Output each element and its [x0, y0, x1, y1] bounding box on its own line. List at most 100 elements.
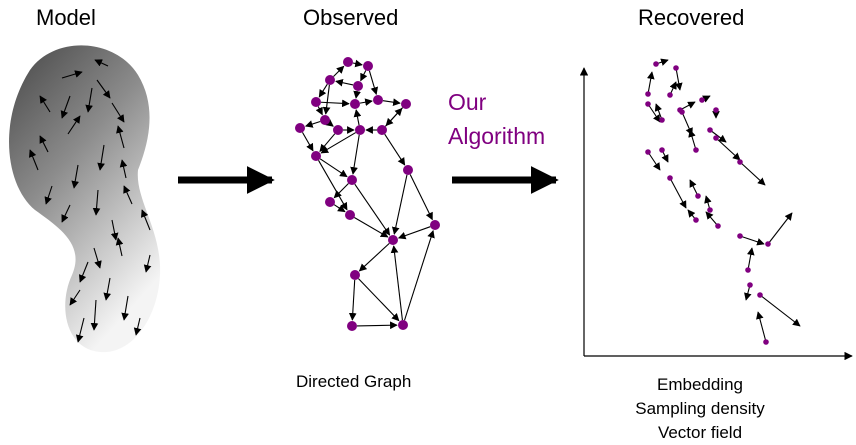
graph-node: [325, 75, 335, 85]
graph-node: [377, 125, 387, 135]
graph-node: [295, 123, 305, 133]
model-field-arrow: [143, 254, 152, 273]
recovered-point: [747, 282, 753, 288]
recovered-arrow: [647, 151, 661, 171]
graph-node: [398, 320, 408, 330]
graph-node: [363, 61, 373, 71]
graph-node: [401, 99, 411, 109]
model-field-arrow: [69, 289, 81, 306]
recovered-arrow: [739, 235, 765, 246]
graph-edge-arrow: [325, 119, 334, 127]
recovered-arrow: [647, 103, 661, 123]
model-field-arrow: [94, 59, 109, 67]
recovered-arrow: [654, 103, 663, 121]
graph-edge-arrow: [391, 174, 408, 235]
graph-edge-arrow: [397, 226, 431, 240]
graph-edge-arrow: [333, 204, 346, 213]
recovered-point: [679, 109, 685, 115]
graph-edge-arrow: [409, 174, 433, 221]
recovered-arrow: [679, 101, 696, 111]
graph-edge-arrow: [304, 120, 321, 128]
recovered-point: [653, 61, 659, 67]
graph-edge-arrow: [354, 217, 389, 238]
graph-node: [311, 97, 321, 107]
graph-node: [355, 125, 365, 135]
graph-edge-arrow: [333, 65, 345, 77]
recovered-point: [737, 159, 743, 165]
graph-edge-arrow: [368, 70, 379, 95]
model-field-arrow: [71, 164, 79, 189]
recovered-point: [659, 147, 665, 153]
graph-edge-arrow: [358, 278, 400, 322]
recovered-point: [645, 101, 651, 107]
model-vector-field: [28, 59, 152, 343]
recovered-arrow: [739, 161, 766, 186]
model-field-arrow: [28, 149, 39, 171]
recovered-point: [715, 223, 721, 229]
graph-edge-arrow: [353, 109, 362, 126]
recovered-point: [695, 193, 701, 199]
graph-edge-arrow: [358, 242, 390, 272]
graph-edge-arrow: [319, 158, 348, 178]
algorithm-label-line1: Our: [448, 89, 487, 115]
recovered-arrow: [674, 67, 683, 91]
recovered-point: [645, 91, 651, 97]
recovered-point: [707, 127, 713, 133]
recovered-arrow: [715, 137, 741, 161]
recovered-arrow: [688, 129, 697, 151]
graph-edge-arrow: [302, 132, 314, 152]
graph-edge-arrow: [360, 70, 368, 82]
recovered-point: [713, 135, 719, 141]
recovered-vector-field: [645, 58, 801, 345]
model-field-arrow: [97, 144, 105, 171]
observed-caption: Directed Graph: [296, 372, 412, 391]
recovered-arrow: [709, 129, 727, 143]
recovered-arrow: [669, 177, 687, 209]
model-field-arrow: [39, 95, 51, 113]
graph-edges: [302, 59, 435, 330]
algorithm-label: Our Algorithm: [448, 85, 545, 153]
graph-node: [373, 95, 383, 105]
model-field-arrow: [44, 185, 53, 205]
model-field-arrow: [61, 70, 83, 79]
recovered-heading: Recovered: [638, 5, 745, 30]
model-field-arrow: [61, 204, 71, 223]
model-field-arrow: [119, 159, 128, 179]
graph-nodes: [295, 57, 440, 331]
model-heading: Model: [36, 5, 96, 30]
graph-node: [345, 210, 355, 220]
graph-node: [430, 220, 440, 230]
graph-edge-arrow: [352, 59, 363, 68]
graph-edge-arrow: [384, 107, 403, 127]
recovered-caption-line2: Sampling density: [635, 399, 765, 418]
graph-edge-arrow: [320, 132, 356, 154]
model-field-arrow: [111, 102, 125, 123]
model-field-arrow: [90, 299, 99, 331]
graph-edge-arrow: [384, 133, 406, 166]
recovered-point: [745, 267, 751, 273]
recovered-arrow: [746, 247, 755, 271]
graph-node: [333, 125, 343, 135]
graph-edge-arrow: [353, 90, 361, 99]
recovered-point: [659, 117, 665, 123]
graph-edge-arrow: [404, 229, 435, 321]
algorithm-label-line2: Algorithm: [448, 123, 546, 149]
model-field-arrow: [85, 87, 93, 113]
recovered-arrow: [689, 179, 699, 197]
graph-edge-arrow: [356, 321, 398, 330]
graph-node: [320, 115, 330, 125]
graph-edge-arrow: [333, 183, 349, 199]
model-field-arrow: [110, 219, 119, 241]
recovered-arrow: [646, 71, 655, 95]
recovered-point: [693, 217, 699, 223]
model-field-arrow: [115, 237, 124, 257]
model-field-arrow: [39, 135, 49, 153]
graph-edge-arrow: [320, 99, 350, 108]
graph-edge-arrow: [322, 84, 331, 115]
graph-node: [388, 235, 398, 245]
graph-node: [347, 175, 357, 185]
recovered-point: [713, 107, 719, 113]
graph-edge-arrow: [350, 134, 360, 175]
recovered-caption-line3: Vector field: [657, 423, 743, 442]
